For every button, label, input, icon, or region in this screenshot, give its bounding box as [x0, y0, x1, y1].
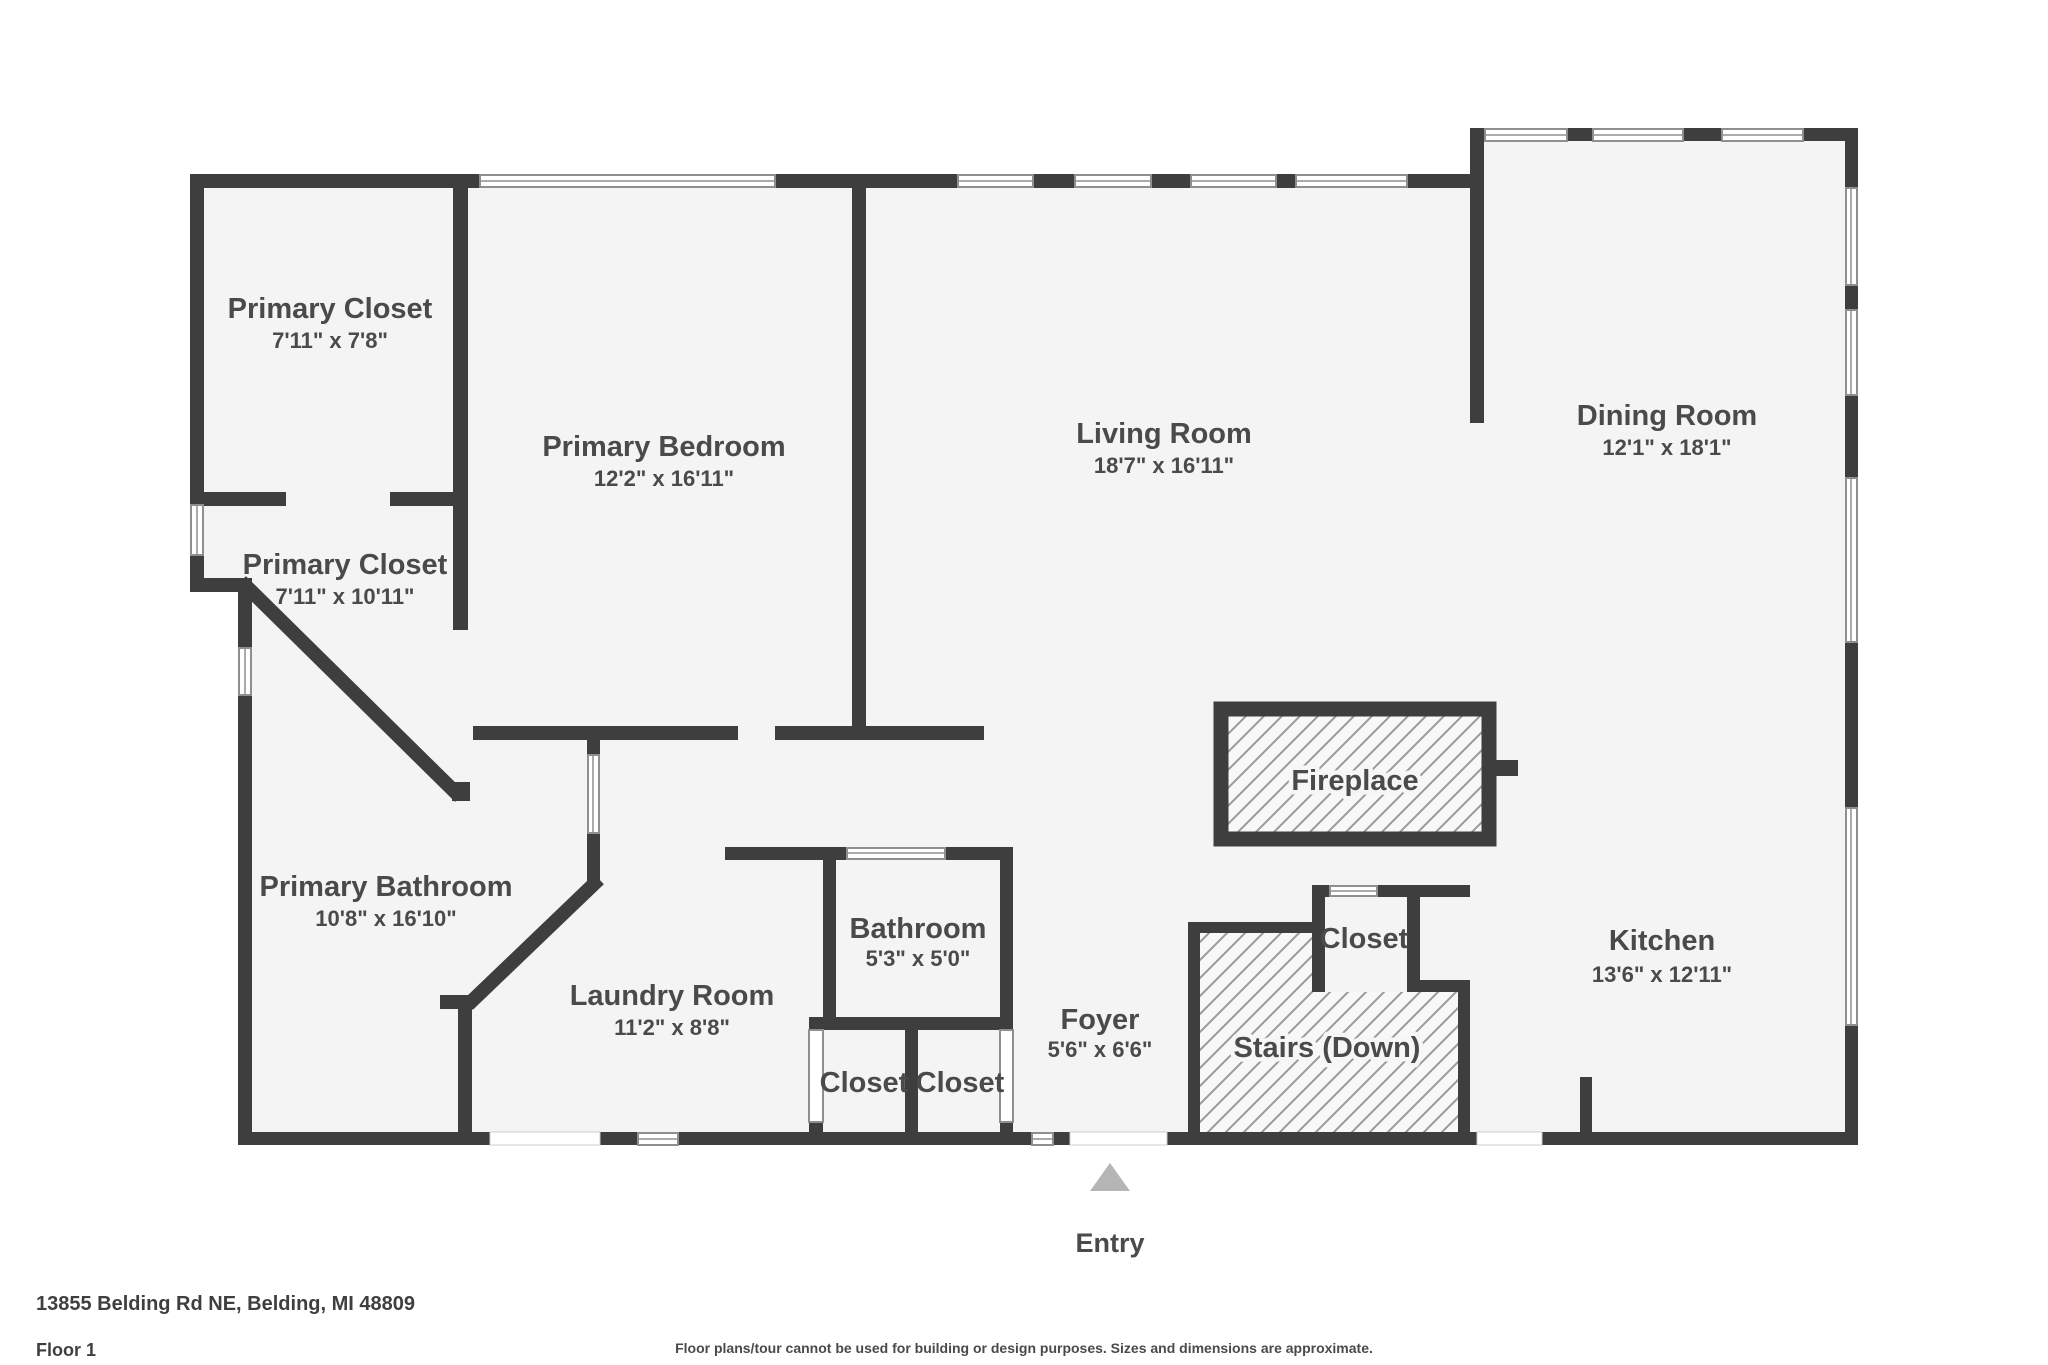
wall-stairs-top [1188, 922, 1312, 933]
dims-foyer: 5'6" x 6'6" [1048, 1037, 1153, 1062]
room-labels: Primary Closet 7'11" x 7'8" Primary Bedr… [228, 293, 1758, 1258]
wall-closets-divider [905, 1030, 918, 1132]
door-entry [1069, 1131, 1168, 1146]
dims-kitchen: 13'6" x 12'11" [1592, 962, 1732, 987]
wall-stairclst-left [1312, 885, 1325, 992]
wall-bathroom-bottom [809, 1017, 1013, 1030]
entry-arrow-icon [1090, 1163, 1130, 1191]
stairs-hatch [1200, 933, 1458, 1132]
floor-number-text: Floor 1 [36, 1340, 97, 1360]
door-bedroom [738, 726, 775, 740]
dims-living-room: 18'7" x 16'11" [1094, 453, 1234, 478]
label-living-room: Living Room [1076, 418, 1252, 450]
label-primary-bathroom: Primary Bathroom [259, 871, 512, 903]
door-closet-divider [286, 492, 390, 506]
wall-hallway-right [775, 726, 984, 740]
label-kitchen: Kitchen [1609, 925, 1715, 957]
wall-diagonal-closet [236, 576, 465, 802]
wall-hallway-left [473, 726, 738, 740]
dims-primary-bedroom: 12'2" x 16'11" [594, 466, 734, 491]
label-laundry-room: Laundry Room [570, 980, 775, 1012]
wall-left-lower [238, 578, 252, 1145]
wall-living-dining [1470, 141, 1484, 423]
label-primary-closet-upper: Primary Closet [228, 293, 433, 325]
fireplace-box [1213, 701, 1497, 847]
interior-walls [204, 141, 1592, 1145]
windows [190, 128, 1858, 1146]
wall-bathroom-laundry [458, 1005, 472, 1145]
wall-stairs-right [1458, 992, 1470, 1145]
wall-stairclst-right [1407, 885, 1420, 992]
wall-closet-bedroom [453, 187, 468, 630]
dims-primary-closet-upper: 7'11" x 7'8" [272, 328, 388, 353]
door-kitchen-exterior [1476, 1131, 1543, 1146]
disclaimer-text: Floor plans/tour cannot be used for buil… [675, 1340, 1373, 1356]
fireplace [1213, 701, 1518, 847]
wall-stairclst-bottom-r [1407, 980, 1470, 992]
wall-kitchen-stub [1580, 1077, 1592, 1137]
label-stairs-down: Stairs (Down) [1234, 1032, 1421, 1064]
dims-primary-closet-lower: 7'11" x 10'11" [275, 584, 414, 609]
door-stair-closet [1325, 980, 1407, 992]
dims-bathroom: 5'3" x 5'0" [866, 946, 971, 971]
label-dining-room: Dining Room [1577, 400, 1757, 432]
door-closet-right [999, 1029, 1014, 1123]
wall-closet-left-foot [809, 1122, 823, 1132]
door-closet-left [808, 1029, 824, 1123]
wall-bathroom-right [1000, 860, 1013, 1030]
wall-left-upper [190, 174, 204, 592]
wall-stairs-left [1188, 922, 1201, 1145]
wall-bathroom-left [823, 860, 836, 1017]
wall-closet-divider-right [390, 492, 468, 506]
dims-laundry-room: 11'2" x 8'8" [614, 1015, 730, 1040]
label-bathroom: Bathroom [850, 913, 987, 945]
wall-stairclst-bottom-l [1312, 980, 1325, 992]
label-stair-closet: Closet [1320, 923, 1409, 955]
wall-left-step [190, 578, 252, 592]
label-closet-left: Closet [820, 1067, 909, 1099]
dims-dining-room: 12'1" x 18'1" [1602, 435, 1731, 460]
wall-closet-divider-left [204, 492, 286, 506]
floor-area [190, 128, 1858, 1145]
label-fireplace: Fireplace [1291, 765, 1418, 797]
label-entry: Entry [1075, 1228, 1144, 1258]
door-openings [286, 492, 1543, 1146]
address-text: 13855 Belding Rd NE, Belding, MI 48809 [36, 1293, 416, 1315]
fireplace-stub [1496, 760, 1518, 776]
label-primary-bedroom: Primary Bedroom [542, 431, 785, 463]
wall-diagonal-laundry [463, 874, 604, 1010]
dims-primary-bathroom: 10'8" x 16'10" [315, 906, 456, 931]
wall-top-main [190, 174, 1484, 188]
door-laundry-exterior [489, 1131, 601, 1146]
label-foyer: Foyer [1061, 1004, 1140, 1036]
wall-diagonal-stub [452, 782, 470, 801]
wall-bedroom-living [852, 187, 866, 740]
label-closet-right: Closet [916, 1067, 1005, 1099]
wall-closet-right-foot [1000, 1122, 1013, 1132]
label-primary-closet-lower: Primary Closet [243, 549, 448, 581]
